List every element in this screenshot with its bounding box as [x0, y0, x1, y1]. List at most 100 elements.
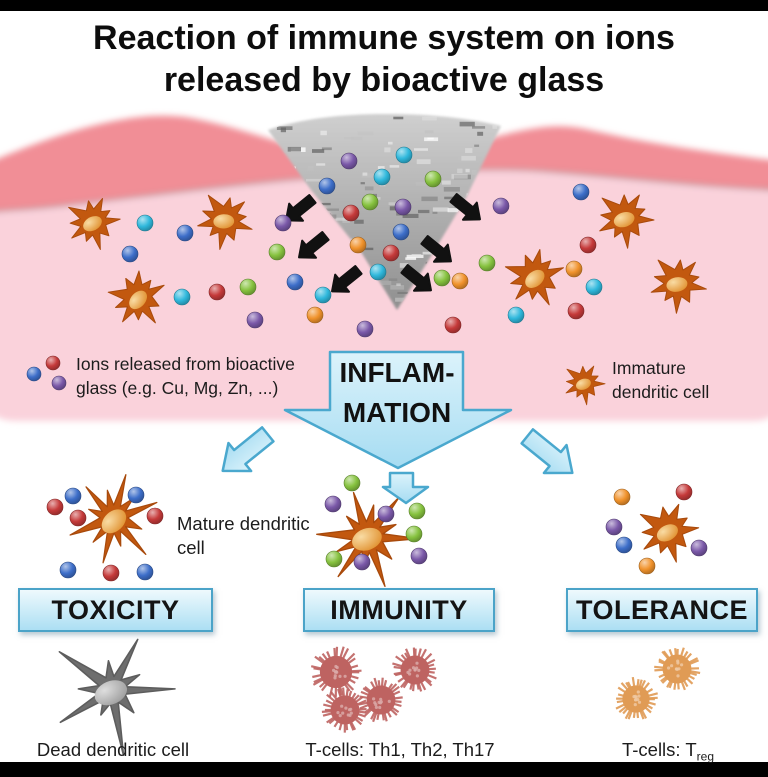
ion-dot — [64, 487, 82, 505]
ion-dot — [325, 550, 343, 568]
dendritic-cell-icon — [639, 503, 700, 563]
ion-dot — [59, 561, 77, 579]
toxicity-box: TOXICITY — [18, 588, 213, 632]
dendritic-cell-icon — [107, 270, 165, 324]
th-cell-icon — [392, 647, 437, 692]
ion-release-arrow-icon — [420, 235, 452, 263]
ion-dot — [492, 197, 510, 215]
ion-dot — [127, 486, 145, 504]
ion-release-arrow-icon — [400, 264, 432, 292]
immunity-arrow — [381, 471, 430, 505]
ion-dot — [102, 564, 120, 582]
ion-dot — [274, 214, 292, 232]
ion-dot — [246, 311, 264, 329]
treg-cells-label: T-cells: Treg — [621, 739, 715, 764]
ion-dot — [324, 495, 342, 513]
ion-dot — [638, 557, 656, 575]
ion-dot — [690, 539, 708, 557]
ion-dot — [314, 286, 332, 304]
ion-dot — [615, 536, 633, 554]
ion-dot — [572, 183, 590, 201]
ion-release-arrow-icon — [449, 193, 481, 221]
tolerance-box: TOLERANCE — [566, 588, 758, 632]
ion-dot — [392, 223, 410, 241]
bottom-border — [0, 762, 768, 777]
ion-dot — [136, 214, 154, 232]
immunity-box: IMMUNITY — [303, 588, 495, 632]
dendritic-cell-icon — [504, 249, 564, 306]
ion-dot — [565, 260, 583, 278]
toxicity-box-label: TOXICITY — [51, 594, 180, 625]
ion-dot — [382, 244, 400, 262]
th-cell-icon — [321, 687, 367, 733]
ion-dot — [507, 306, 525, 324]
ion-dot — [361, 193, 379, 211]
treg-cell-icon — [654, 647, 701, 691]
ion-dot — [444, 316, 462, 334]
inflammation-label: INFLAM- MATION — [339, 357, 455, 428]
ion-dot — [605, 518, 623, 536]
ion-dot — [239, 278, 257, 296]
ion-dot — [318, 177, 336, 195]
ion-dot — [306, 306, 324, 324]
ion-dot — [478, 254, 496, 272]
dendritic-cell-icon — [650, 259, 707, 314]
ion-dot — [121, 245, 139, 263]
immature-dendritic-cell-label: Immature dendritic cell — [612, 358, 710, 402]
title-line-2: released by bioactive glass — [163, 61, 605, 99]
ion-dot — [405, 525, 423, 543]
ion-dot — [173, 288, 191, 306]
ion-dot — [567, 302, 585, 320]
dendritic-cell-icon — [565, 365, 606, 406]
ion-dot — [176, 224, 194, 242]
ion-dot — [342, 204, 360, 222]
ion-dot — [585, 278, 603, 296]
ion-dot — [208, 283, 226, 301]
ion-dot — [613, 488, 631, 506]
ion-dot — [451, 272, 469, 290]
ion-dot — [268, 243, 286, 261]
dendritic-cell-icon — [197, 194, 253, 250]
dead-dendritic-cell-label: Dead dendritic cell — [36, 739, 190, 760]
ion-dot — [340, 152, 358, 170]
ion-dot — [579, 236, 597, 254]
immunity-box-label: IMMUNITY — [330, 594, 468, 625]
ion-release-arrow-icon — [331, 265, 363, 293]
dead-dendritic-cell-icon — [58, 638, 176, 756]
legend-ion-dot — [45, 355, 61, 371]
ion-dot — [408, 502, 426, 520]
ion-dot — [146, 507, 164, 525]
ion-dot — [377, 505, 395, 523]
toxicity-arrow — [221, 426, 275, 473]
ion-dot — [136, 563, 154, 581]
legend-ion-dot — [26, 366, 42, 382]
page-title: Reaction of immune system on ions releas… — [0, 17, 768, 101]
dendritic-cell-icon — [69, 474, 158, 564]
tolerance-box-label: TOLERANCE — [575, 594, 748, 625]
ion-dot — [286, 273, 304, 291]
legend-ion-dot — [51, 375, 67, 391]
th-cells-label: T-cells: Th1, Th2, Th17 — [305, 739, 495, 760]
ion-release-arrow-icon — [285, 194, 317, 222]
ion-dot — [424, 170, 442, 188]
mature-dendritic-cell-label: Mature dendritic cell — [177, 513, 310, 558]
ion-dot — [373, 168, 391, 186]
ion-dot — [343, 474, 361, 492]
dendritic-cell-icon — [68, 197, 121, 250]
top-border — [0, 0, 768, 11]
ion-dot — [395, 146, 413, 164]
ion-dot — [675, 483, 693, 501]
treg-cell-icon — [615, 676, 658, 720]
ions-legend-label: Ions released from bioactive glass (e.g.… — [76, 354, 295, 398]
title-line-1: Reaction of immune system on ions — [93, 19, 675, 57]
th-cell-icon — [358, 677, 403, 723]
ion-dot — [349, 236, 367, 254]
dendritic-cell-icon — [599, 194, 655, 249]
th-cell-icon — [310, 646, 362, 698]
ion-dot — [353, 553, 371, 571]
tolerance-arrow — [520, 428, 574, 475]
ion-dot — [69, 509, 87, 527]
inflammation-arrow — [283, 350, 513, 470]
ion-dot — [410, 547, 428, 565]
